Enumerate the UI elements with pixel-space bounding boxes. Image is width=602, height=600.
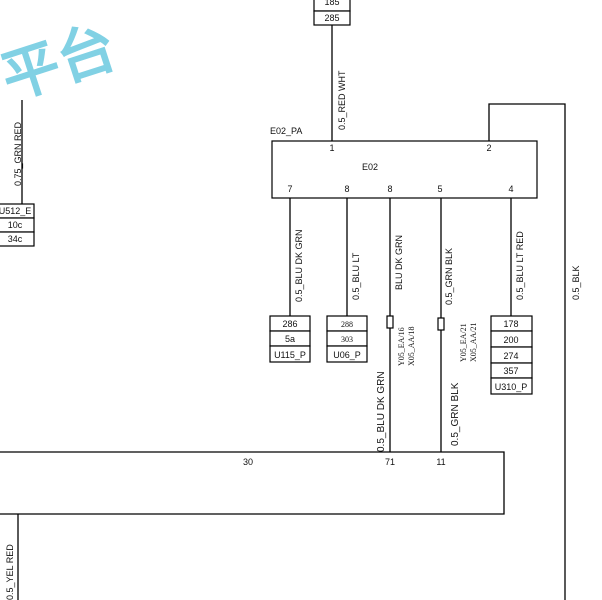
left-connector-name: U512_E: [0, 206, 31, 216]
connector-pin: 303: [341, 335, 353, 344]
wire-label-large: 0.5_GRN BLK: [450, 382, 461, 446]
module-pin: 2: [486, 143, 491, 153]
wire-label: 0.5_BLU DK GRN: [294, 229, 304, 302]
connector-pin: 274: [503, 351, 518, 361]
module-pin: 4: [508, 184, 513, 194]
splice-label: X05_AA/21: [469, 322, 478, 362]
watermark-text: 平台: [0, 12, 124, 113]
wire-label: 0.5_BLU LT: [351, 252, 361, 300]
left-connector-pin-cell: [0, 231, 35, 247]
module-pin: 7: [287, 184, 292, 194]
module-pin: 5: [437, 184, 442, 194]
splice-label: Y05_EA/21: [459, 323, 468, 362]
connector-pin: 288: [341, 320, 353, 329]
top-connector-pin: 285: [324, 13, 339, 23]
connector-pin: 200: [503, 335, 518, 345]
wire-label-grn-red: 0.75_GRN RED: [13, 121, 23, 186]
wire-label: 0.5_GRN BLK: [444, 248, 454, 305]
connector-name-cell: [269, 345, 311, 363]
connector-pin: 286: [282, 319, 297, 329]
left-connector-pin: 10c: [8, 220, 23, 230]
connector-name: U115_P: [274, 350, 306, 360]
module-pin: 8: [387, 184, 392, 194]
module-name: E02: [362, 162, 378, 172]
wire-label: BLU DK GRN: [394, 235, 404, 290]
wire-blk: [488, 103, 566, 600]
top-connector-pin: 185: [324, 0, 339, 7]
bottom-block-pin: 71: [385, 457, 395, 467]
wire-label-red-wht: 0.5_RED WHT: [337, 70, 347, 130]
module-connector-label: E02_PA: [270, 126, 302, 136]
splice-label: X05_AA/18: [407, 326, 416, 366]
connector-pin: 357: [503, 366, 518, 376]
module-pin: 8: [344, 184, 349, 194]
connector-name: U310_P: [495, 382, 528, 392]
wire-label-blk: 0.5_BLK: [571, 265, 581, 300]
connector-name-cell: [326, 345, 368, 363]
splice-marker: [437, 317, 445, 331]
wire-label-large: 0.5_BLU DK GRN: [376, 371, 387, 452]
connector-pin: 178: [503, 319, 518, 329]
wire-label: 0.5_BLU LT RED: [515, 231, 525, 300]
splice-marker: [386, 315, 394, 329]
module-pin: 1: [329, 143, 334, 153]
splice-label: Y05_EA/16: [397, 327, 406, 366]
connector-pin: 5a: [285, 334, 295, 344]
bottom-block-pin: 30: [243, 457, 253, 467]
bottom-block: [0, 451, 505, 515]
connector-name: U06_P: [333, 350, 361, 360]
connector-name-cell: [490, 377, 533, 395]
module-e02-box: [271, 140, 538, 199]
left-connector-pin: 34c: [8, 234, 23, 244]
bottom-block-pin: 11: [436, 457, 445, 467]
wire-label-yel-red: 0.5_YEL RED: [5, 544, 15, 600]
